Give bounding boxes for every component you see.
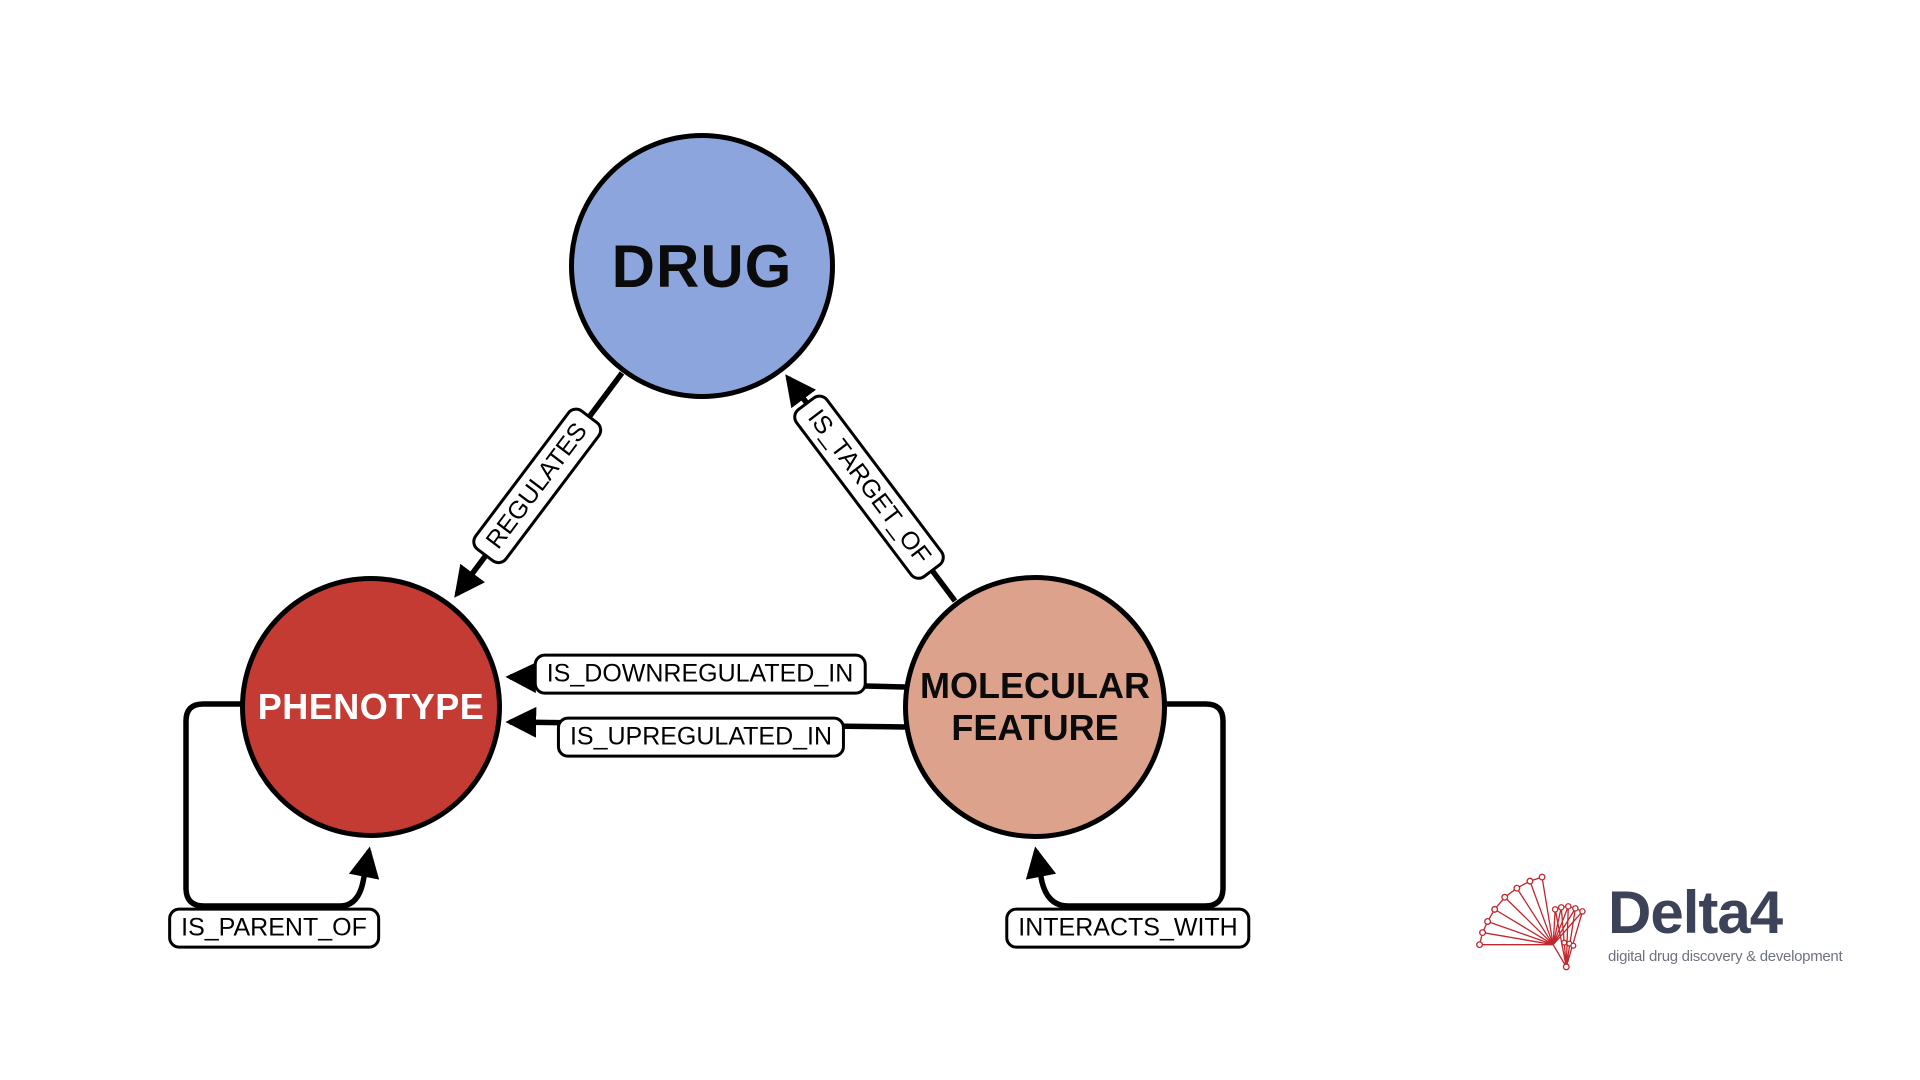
node-molecular-feature-label: MOLECULAR FEATURE xyxy=(920,664,1150,748)
node-drug-label: DRUG xyxy=(611,232,793,300)
node-molecular-feature: MOLECULAR FEATURE xyxy=(903,575,1167,839)
delta4-fan-icon xyxy=(1476,873,1586,971)
edge-interacts-with-loop xyxy=(1025,701,1226,909)
node-phenotype-label: PHENOTYPE xyxy=(257,686,485,727)
edge-label-is-parent-of: IS_PARENT_OF xyxy=(168,907,380,949)
edge-is-parent-of-loop xyxy=(183,701,380,909)
node-drug: DRUG xyxy=(569,133,835,399)
edge-label-is-downregulated-in: IS_DOWNREGULATED_IN xyxy=(533,653,867,695)
edge-label-is-upregulated-in: IS_UPREGULATED_IN xyxy=(556,716,846,758)
delta4-wordmark: Delta4 xyxy=(1608,879,1783,946)
node-phenotype: PHENOTYPE xyxy=(240,576,502,838)
delta4-logo: Delta4 digital drug discovery & developm… xyxy=(1468,866,1843,982)
delta4-tagline: digital drug discovery & development xyxy=(1608,948,1843,965)
edge-label-interacts-with: INTERACTS_WITH xyxy=(1005,907,1251,949)
